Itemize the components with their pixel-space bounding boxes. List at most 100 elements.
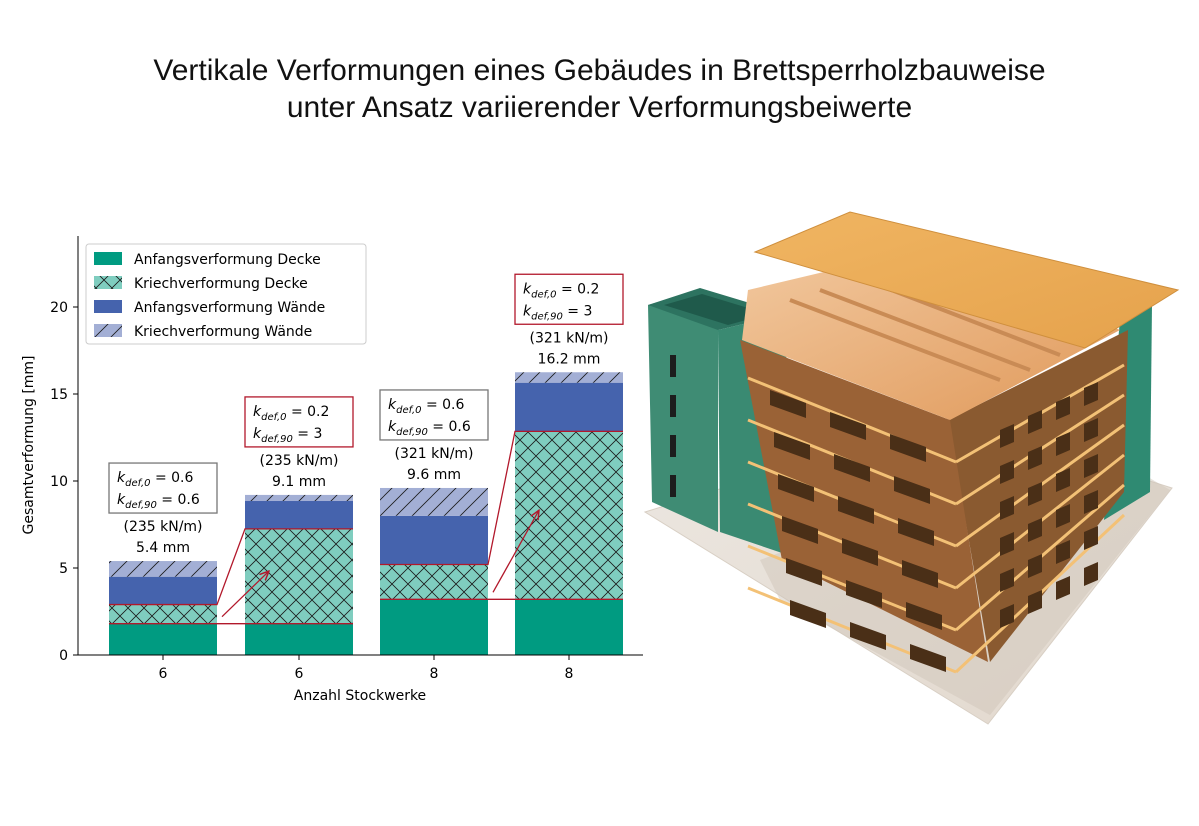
bar-segment-4-1 xyxy=(109,561,217,577)
side-window-6-4 xyxy=(1084,562,1098,586)
side-window-5-4 xyxy=(1084,526,1098,550)
side-window-2-2 xyxy=(1028,446,1042,470)
front-window-6-1 xyxy=(790,600,826,628)
front-window-5-2 xyxy=(846,580,882,608)
stair-core-well xyxy=(664,294,768,325)
coefficient-line-2-1: kdef,0 = 0.2 xyxy=(253,404,329,423)
front-window-1-1 xyxy=(770,390,806,418)
coefficient-line-3-2: kdef,90 = 0.6 xyxy=(388,419,471,438)
side-window-5-1 xyxy=(1000,568,1014,592)
coefficient-line-4-2: kdef,90 = 3 xyxy=(523,303,592,322)
stiffness-label-1: (235 kN/m) xyxy=(123,519,202,535)
front-window-1-3 xyxy=(890,434,926,462)
legend-swatch-1 xyxy=(94,252,122,265)
side-window-6-3 xyxy=(1056,576,1070,600)
side-window-4-4 xyxy=(1084,490,1098,514)
legend-label-2: Kriechverformung Decke xyxy=(134,276,308,292)
title-line-1: Vertikale Verformungen eines Gebäudes in… xyxy=(153,54,1046,87)
coefficient-box-3 xyxy=(379,389,489,441)
front-window-4-2 xyxy=(842,538,878,566)
front-window-6-2 xyxy=(850,622,886,650)
stair-core-front xyxy=(648,290,752,532)
side-window-6-2 xyxy=(1028,590,1042,614)
side-window-3-3 xyxy=(1056,468,1070,492)
coefficient-box-1 xyxy=(108,462,218,514)
y-tick-label-5: 5 xyxy=(59,561,68,577)
bar-segment-3-2 xyxy=(245,501,353,529)
connector-kriech-1 xyxy=(109,528,353,606)
total-label-3: 9.6 mm xyxy=(407,467,461,483)
x-tick-label-3: 8 xyxy=(430,666,439,682)
bar-segment-4-4 xyxy=(515,372,623,383)
x-tick-label-1: 6 xyxy=(159,666,168,682)
side-window-5-2 xyxy=(1028,554,1042,578)
side-window-1-1 xyxy=(1000,424,1014,448)
connector-arrow-2 xyxy=(492,510,539,593)
legend-swatch-2 xyxy=(94,276,122,289)
side-window-1-4 xyxy=(1084,382,1098,406)
coefficient-line-1-2: kdef,90 = 0.6 xyxy=(117,492,200,511)
y-tick-label-15: 15 xyxy=(50,387,68,403)
front-window-5-3 xyxy=(906,602,942,630)
legend-label-1: Anfangsverformung Decke xyxy=(134,252,321,268)
front-window-5-1 xyxy=(786,558,822,586)
front-window-1-2 xyxy=(830,412,866,440)
bar-segment-4-3 xyxy=(380,487,488,516)
stiffness-label-3: (321 kN/m) xyxy=(394,446,473,462)
total-label-4: 16.2 mm xyxy=(538,351,601,367)
y-tick-label-20: 20 xyxy=(50,300,68,316)
connector-kriech-2 xyxy=(380,430,623,566)
x-tick-label-2: 6 xyxy=(295,666,304,682)
bar-segment-3-1 xyxy=(109,576,217,605)
front-window-3-2 xyxy=(838,496,874,524)
side-window-4-3 xyxy=(1056,504,1070,528)
side-window-1-3 xyxy=(1056,396,1070,420)
front-windows xyxy=(770,390,946,672)
side-window-5-3 xyxy=(1056,540,1070,564)
side-window-2-4 xyxy=(1084,418,1098,442)
roof-slab xyxy=(753,211,1180,349)
front-window-2-2 xyxy=(834,454,870,482)
legend-swatch-3 xyxy=(94,300,122,313)
coefficient-box-4 xyxy=(514,273,624,325)
front-window-3-3 xyxy=(898,518,934,546)
x-tick-label-4: 8 xyxy=(565,666,574,682)
side-window-1-2 xyxy=(1028,410,1042,434)
side-window-4-2 xyxy=(1028,518,1042,542)
front-window-6-3 xyxy=(910,644,946,672)
front-window-2-3 xyxy=(894,476,930,504)
core-windows xyxy=(670,355,676,497)
total-label-1: 5.4 mm xyxy=(136,540,190,556)
front-window-4-1 xyxy=(782,516,818,544)
coefficient-line-1-1: kdef,0 = 0.6 xyxy=(117,470,193,489)
side-window-2-1 xyxy=(1000,460,1014,484)
connector-arrow-1 xyxy=(221,571,269,618)
legend-swatch-4 xyxy=(94,324,122,337)
y-tick-label-0: 0 xyxy=(59,648,68,664)
side-window-2-3 xyxy=(1056,432,1070,456)
stiffness-label-2: (235 kN/m) xyxy=(259,453,338,469)
side-windows xyxy=(1000,382,1098,628)
bar-segment-1-4 xyxy=(515,599,623,655)
side-window-6-1 xyxy=(1000,604,1014,628)
stiffness-label-4: (321 kN/m) xyxy=(529,330,608,346)
legend-label-3: Anfangsverformung Wände xyxy=(134,300,325,316)
side-window-3-4 xyxy=(1084,454,1098,478)
bar-segment-1-3 xyxy=(380,599,488,655)
bar-segment-4-2 xyxy=(245,494,353,502)
title-line-2: unter Ansatz variierender Verformungsbei… xyxy=(286,91,913,124)
side-window-3-1 xyxy=(1000,496,1014,520)
coefficient-line-3-1: kdef,0 = 0.6 xyxy=(388,397,464,416)
bar-segment-3-4 xyxy=(515,382,623,432)
bar-segment-1-1 xyxy=(109,623,217,655)
front-window-2-1 xyxy=(774,432,810,460)
legend-box xyxy=(85,243,367,345)
bar-segment-3-3 xyxy=(380,515,488,565)
x-axis-label: Anzahl Stockwerke xyxy=(294,688,426,704)
y-axis-label: Gesamtverformung [mm] xyxy=(21,355,37,534)
side-window-3-2 xyxy=(1028,482,1042,506)
coefficient-line-4-1: kdef,0 = 0.2 xyxy=(523,281,599,300)
front-window-3-1 xyxy=(778,474,814,502)
